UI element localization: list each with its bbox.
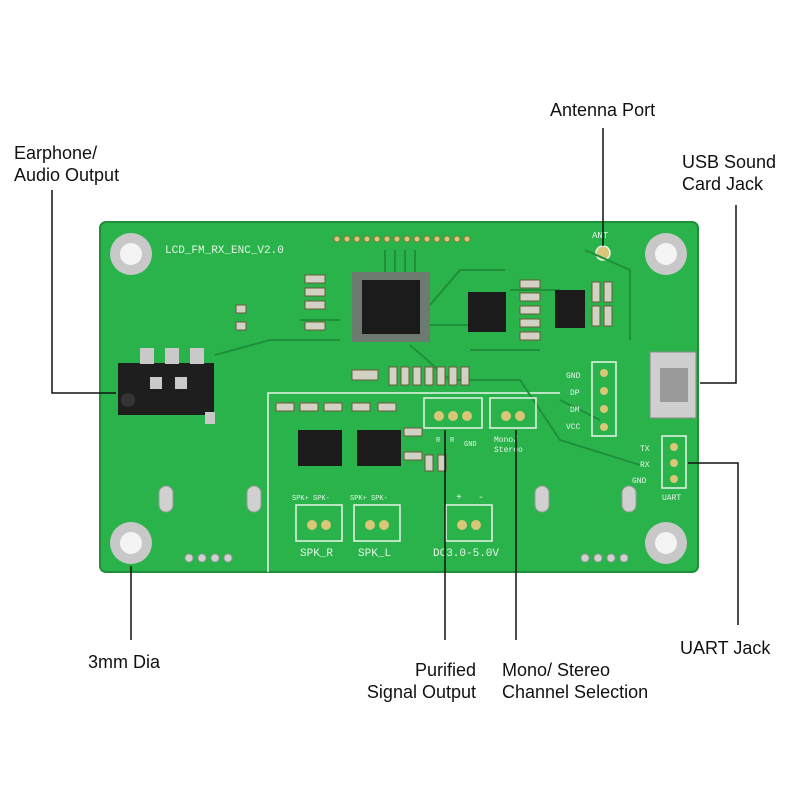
label-purified: Purified Signal Output — [350, 659, 476, 703]
amplifier-chip-left — [357, 430, 401, 466]
terminal-pads — [295, 504, 493, 542]
label-antenna: Antenna Port — [550, 100, 656, 120]
leader-lines — [51, 128, 739, 640]
smd-components — [235, 274, 613, 472]
label-mono-line1: Mono/ Stereo — [502, 660, 611, 680]
spk-r-pins-text: SPK+ SPK- — [292, 495, 330, 503]
channel-select-header — [423, 397, 537, 429]
usb-connector — [649, 351, 697, 419]
ch-pin-gnd: GND — [464, 441, 477, 449]
audio-jack — [118, 348, 215, 424]
spk-l-text: SPK_L — [358, 548, 391, 560]
uart-pin-gnd: GND — [632, 477, 647, 486]
oval-pads — [158, 485, 637, 563]
stereo-text: Stereo — [494, 446, 523, 455]
uart-pin-rx: RX — [640, 461, 650, 470]
label-dia: 3mm Dia — [88, 652, 161, 672]
label-purified-line1: Purified — [414, 660, 476, 680]
label-earphone-line1: Earphone/ — [14, 143, 98, 163]
usb-pin-vcc: VCC — [566, 423, 581, 432]
label-usb: USB Sound Card Jack — [682, 151, 776, 195]
board-name-text: LCD_FM_RX_ENC_V2.0 — [165, 245, 284, 257]
usb-pin-dm: DM — [570, 406, 580, 415]
amplifier-chip-right — [298, 430, 342, 466]
uart-pin-tx: TX — [640, 445, 650, 454]
ic-chip — [555, 290, 585, 328]
dc-minus-text: - — [478, 493, 484, 504]
lcd-header-pins — [333, 235, 471, 243]
mcu-chip — [352, 272, 430, 342]
spk-r-text: SPK_R — [300, 548, 333, 560]
mono-text: Mono/ — [494, 436, 518, 445]
ch-pin-2: R — [450, 437, 455, 445]
leader-usb — [700, 205, 737, 384]
usb-pin-header — [591, 361, 617, 437]
label-mono-line2: Channel Selection — [502, 682, 649, 702]
pcb-board — [99, 221, 699, 573]
ant-text: ANT — [592, 231, 609, 241]
dc-plus-text: + — [456, 493, 462, 504]
label-usb-line2: Card Jack — [682, 174, 764, 194]
label-purified-line2: Signal Output — [366, 682, 476, 702]
label-earphone-line2: Audio Output — [14, 165, 120, 185]
silkscreen-outline — [267, 392, 560, 572]
label-usb-line1: USB Sound — [682, 152, 777, 172]
ic-chip — [468, 292, 506, 332]
label-mono: Mono/ Stereo Channel Selection — [502, 659, 648, 703]
uart-text: UART — [662, 494, 681, 503]
leader-earphone — [51, 190, 116, 394]
mounting-holes — [110, 233, 687, 564]
label-uart: UART Jack — [680, 638, 771, 658]
label-earphone: Earphone/ Audio Output — [14, 142, 119, 186]
leader-uart — [688, 462, 739, 625]
ch-pin-1: R — [436, 437, 441, 445]
usb-pin-dp: DP — [570, 389, 580, 398]
dc-input-text: DC3.0-5.0V — [433, 548, 499, 560]
spk-l-pins-text: SPK+ SPK- — [350, 495, 388, 503]
uart-pin-header — [661, 435, 687, 489]
usb-pin-gnd: GND — [566, 372, 581, 381]
